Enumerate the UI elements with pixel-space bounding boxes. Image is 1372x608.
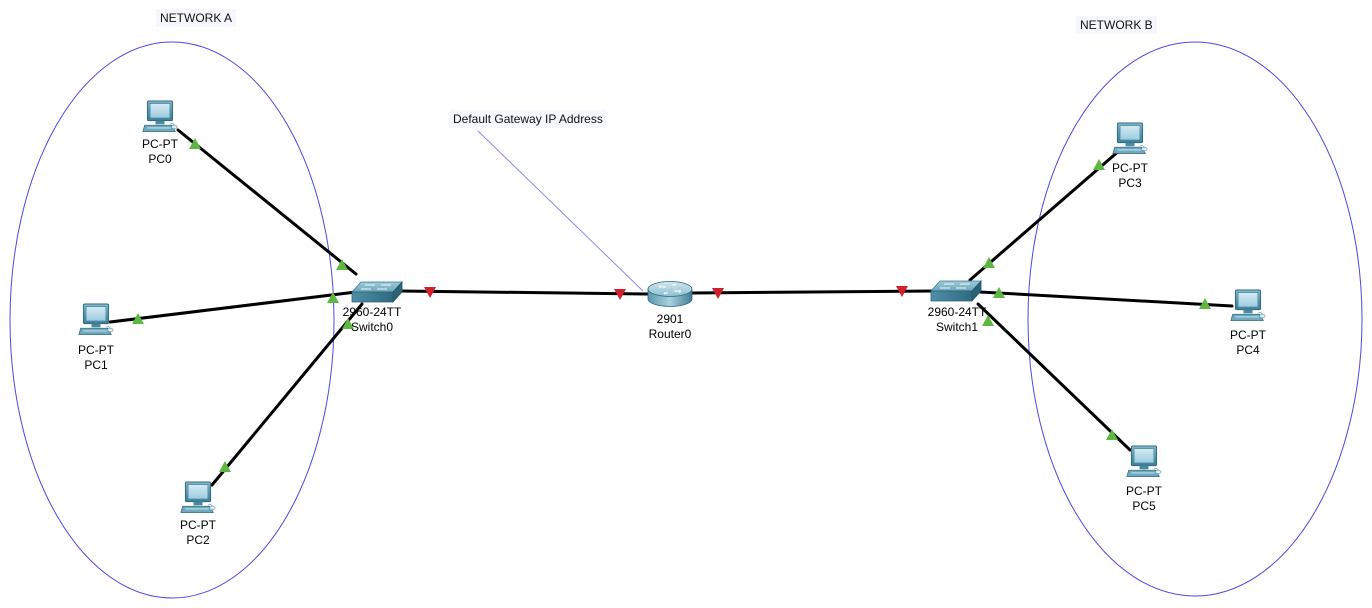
gateway-note[interactable]: Default Gateway IP Address <box>449 110 607 128</box>
link-up-indicator <box>189 138 201 149</box>
link-up-indicator <box>1093 159 1105 170</box>
router0-model: 2901 <box>656 312 684 326</box>
link-up-indicator <box>327 292 339 303</box>
cable-pc1-switch0[interactable] <box>108 290 358 324</box>
pc3-name: PC3 <box>1118 176 1142 190</box>
network-b-note[interactable]: NETWORK B <box>1076 16 1157 34</box>
switch0-model: 2960-24TT <box>342 305 402 319</box>
link-up-indicator <box>993 287 1005 298</box>
pc1-model: PC-PT <box>78 343 114 357</box>
pc3-model: PC-PT <box>1112 161 1148 175</box>
pc3-label: PC-PT PC3 <box>1100 161 1160 191</box>
pc2-model: PC-PT <box>180 518 216 532</box>
link-up-indicator <box>132 313 144 324</box>
link-down-indicator <box>712 288 724 299</box>
router0-name: Router0 <box>648 327 692 341</box>
router0-label: 2901 Router0 <box>635 312 705 342</box>
network-b-boundary[interactable] <box>1027 41 1363 597</box>
pc5-model: PC-PT <box>1126 484 1162 498</box>
pc0-model: PC-PT <box>142 137 178 151</box>
link-up-indicator <box>1106 429 1118 440</box>
pc4-icon[interactable] <box>1230 289 1266 321</box>
cable-switch0-router0[interactable] <box>398 289 650 296</box>
switch0-label: 2960-24TT Switch0 <box>332 305 412 335</box>
pc5-label: PC-PT PC5 <box>1114 484 1174 514</box>
link-down-indicator <box>614 289 626 300</box>
pc4-model: PC-PT <box>1230 328 1266 342</box>
link-up-indicator <box>336 259 348 270</box>
switch0-name: Switch0 <box>350 320 394 334</box>
pc0-label: PC-PT PC0 <box>130 137 190 167</box>
cable-pc0-switch0[interactable] <box>176 128 358 276</box>
switch0-icon[interactable] <box>351 281 403 303</box>
cable-pc4-switch1[interactable] <box>978 290 1234 308</box>
pc0-icon[interactable] <box>142 100 178 132</box>
router0-icon[interactable] <box>647 280 693 308</box>
pc5-icon[interactable] <box>1126 445 1162 477</box>
pc1-label: PC-PT PC1 <box>66 343 126 373</box>
link-up-indicator <box>1199 298 1211 309</box>
pc1-icon[interactable] <box>78 303 114 335</box>
link-down-indicator <box>896 286 908 297</box>
pc3-icon[interactable] <box>1112 122 1148 154</box>
pc2-label: PC-PT PC2 <box>168 518 228 548</box>
pc5-name: PC5 <box>1132 499 1156 513</box>
switch1-model: 2960-24TT <box>927 305 987 319</box>
gateway-note-pointer <box>477 130 644 292</box>
pc4-name: PC4 <box>1236 343 1260 357</box>
pc1-name: PC1 <box>84 358 108 372</box>
link-up-indicator <box>983 257 995 268</box>
network-a-note[interactable]: NETWORK A <box>156 9 237 27</box>
pc0-name: PC0 <box>148 152 172 166</box>
link-up-indicator <box>219 461 231 472</box>
link-lights <box>132 138 1211 472</box>
switch1-icon[interactable] <box>930 280 982 302</box>
cables <box>108 128 1234 487</box>
link-down-indicator <box>424 287 436 298</box>
cable-pc5-switch1[interactable] <box>976 302 1132 452</box>
switch1-label: 2960-24TT Switch1 <box>917 305 997 335</box>
cable-router0-switch1[interactable] <box>690 289 936 295</box>
pc2-icon[interactable] <box>180 481 216 513</box>
link-up-indicator <box>342 318 354 329</box>
network-a-boundary[interactable] <box>9 41 335 599</box>
link-up-indicator <box>982 315 994 326</box>
cable-pc3-switch1[interactable] <box>968 148 1122 282</box>
pc2-name: PC2 <box>186 533 210 547</box>
pc4-label: PC-PT PC4 <box>1218 328 1278 358</box>
cable-pc2-switch0[interactable] <box>210 302 364 487</box>
switch1-name: Switch1 <box>935 320 979 334</box>
